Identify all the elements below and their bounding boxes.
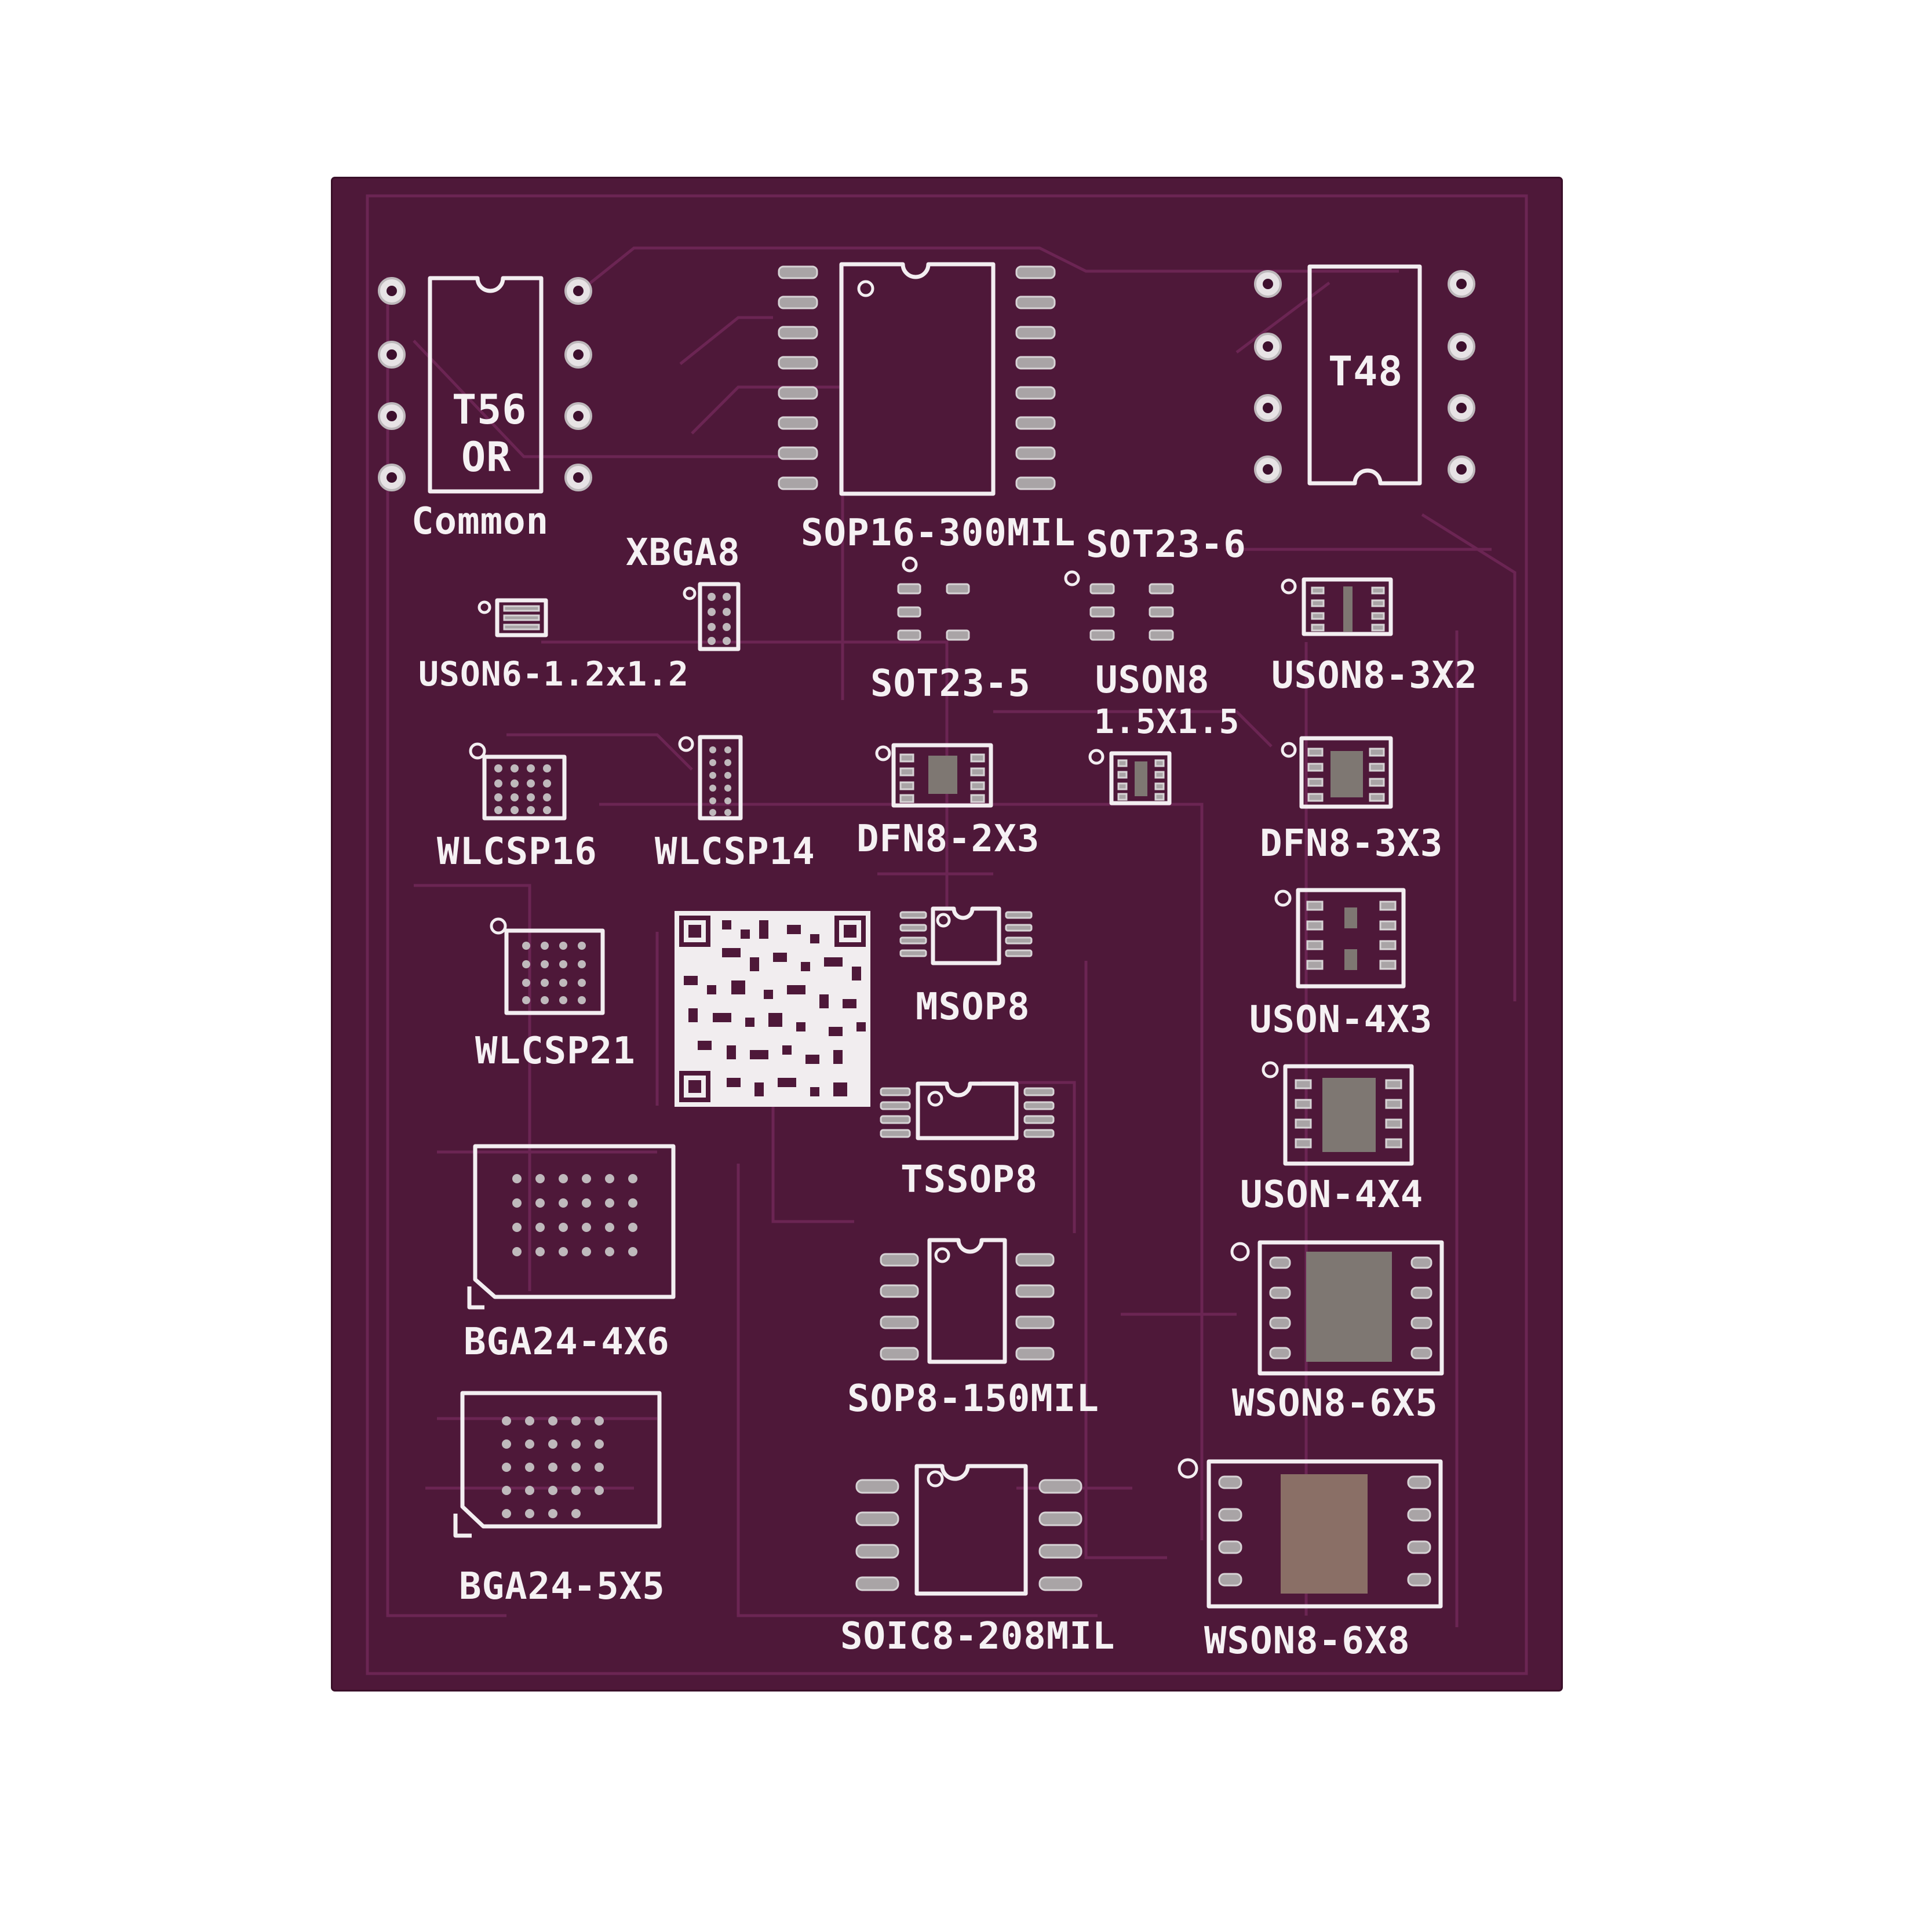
label-t56-line2: OR: [461, 433, 512, 481]
sop8-150mil-footprint: [880, 1238, 1055, 1364]
wlcsp16-footprint: [469, 742, 567, 821]
label-wlcsp21: WLCSP21: [475, 1030, 636, 1073]
label-wlcsp16: WLCSP16: [437, 830, 597, 873]
dfn8-3x3-footprint: [1281, 736, 1393, 809]
copper-traces: [366, 194, 1528, 1675]
dfn8-2x3-footprint: [875, 743, 993, 808]
label-msop8: MSOP8: [916, 986, 1030, 1029]
label-uson8-3x2: USON8-3X2: [1271, 654, 1478, 697]
label-wson8-6x5: WSON8-6X5: [1232, 1382, 1438, 1425]
label-tssop8: TSSOP8: [901, 1158, 1038, 1201]
bga24-5x5-footprint: [453, 1391, 662, 1538]
label-bga24-5x5: BGA24-5X5: [459, 1565, 665, 1608]
bga24-4x6-footprint: [467, 1144, 676, 1310]
label-dfn8-2x3: DFN8-2X3: [856, 818, 1040, 861]
wson8-6x5-footprint: [1230, 1240, 1444, 1376]
label-t56-line3: Common: [411, 500, 549, 543]
uson-4x4-footprint: [1262, 1061, 1414, 1166]
sot23-5-footprint: [897, 556, 970, 641]
label-wlcsp14: WLCSP14: [655, 830, 815, 873]
sot23-6-footprint: [1064, 570, 1174, 641]
label-sop8-150mil: SOP8-150MIL: [847, 1377, 1099, 1420]
label-uson-4x4: USON-4X4: [1240, 1173, 1424, 1216]
soic8-208mil-footprint: [855, 1464, 1082, 1596]
label-sot23-6: SOT23-6: [1086, 523, 1246, 566]
wlcsp21-footprint: [490, 917, 605, 1015]
sop16-footprint: [778, 262, 1056, 496]
label-xbga8: XBGA8: [626, 531, 741, 574]
label-uson-4x3: USON-4X3: [1249, 998, 1433, 1041]
t48-socket-footprint: [1254, 264, 1475, 486]
label-dfn8-3x3: DFN8-3X3: [1260, 822, 1443, 865]
uson8-1-5x1-5-footprint: [1088, 749, 1172, 805]
qr-code: [675, 911, 870, 1107]
uson6-footprint: [477, 598, 548, 637]
label-sot23-5: SOT23-5: [870, 662, 1031, 705]
label-uson8-line1: USON8: [1095, 659, 1210, 702]
pcb-adapter-board: T56 OR Common T48 SOP16-300MIL SOT23-6 X…: [333, 178, 1561, 1690]
wlcsp14-footprint: [678, 735, 743, 821]
msop8-footprint: [899, 906, 1033, 965]
label-bga24-4x6: BGA24-4X6: [464, 1321, 670, 1364]
label-t48: T48: [1328, 348, 1404, 395]
wson8-6x8-footprint: [1178, 1458, 1443, 1609]
uson-4x3-footprint: [1274, 888, 1406, 989]
label-uson8-line2: 1.5X1.5: [1094, 702, 1240, 741]
tssop8-footprint: [880, 1081, 1055, 1140]
label-wson8-6x8: WSON8-6X8: [1204, 1620, 1410, 1663]
pcb-artwork: [366, 194, 1528, 1675]
label-sop16: SOP16-300MIL: [801, 512, 1076, 555]
label-uson6: USON6-1.2x1.2: [418, 654, 689, 694]
label-t56-line1: T56: [452, 386, 527, 433]
xbga8-footprint: [683, 582, 741, 651]
uson8-3x2-footprint: [1281, 577, 1393, 636]
t56-socket-footprint: [378, 276, 592, 494]
label-soic8-208mil: SOIC8-208MIL: [840, 1615, 1116, 1658]
